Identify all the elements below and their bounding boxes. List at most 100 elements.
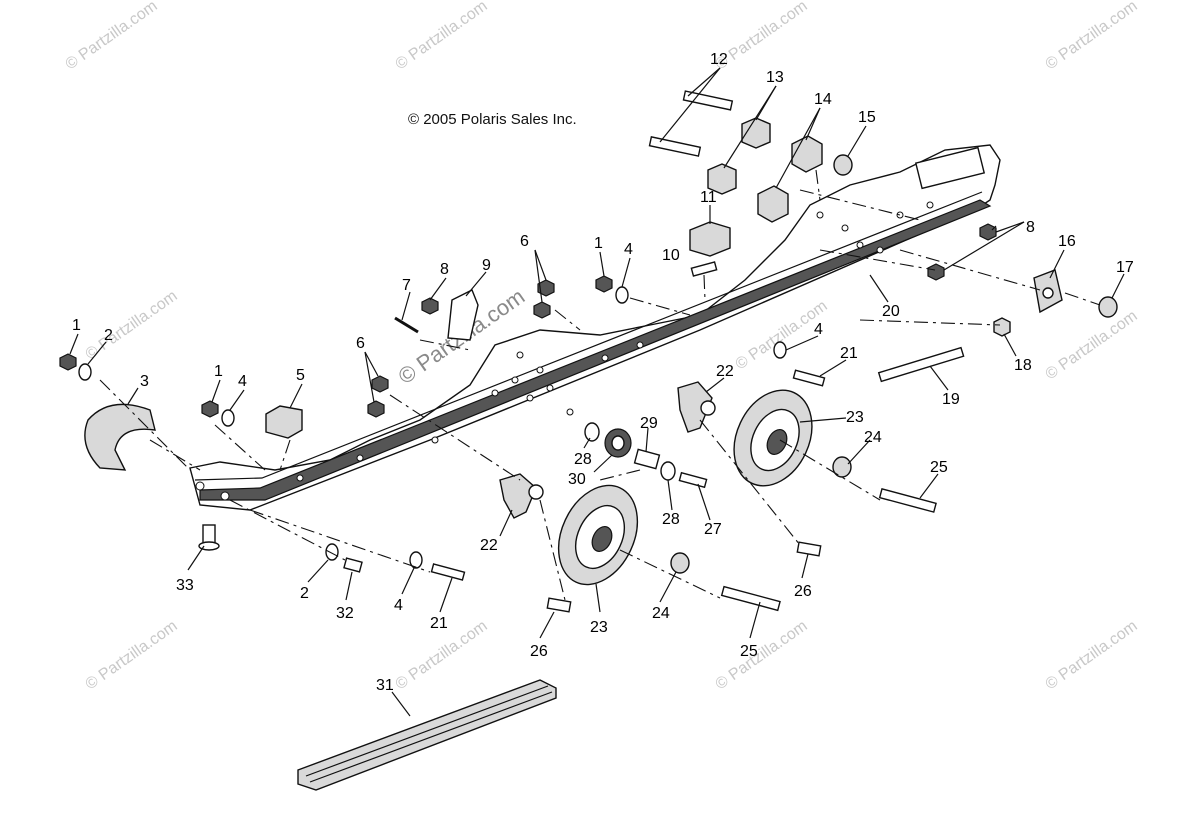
callout-22: 22 bbox=[480, 537, 498, 554]
callout-17: 17 bbox=[1116, 259, 1134, 276]
washer-icon bbox=[325, 543, 339, 561]
callout-22: 22 bbox=[716, 363, 734, 380]
nut-icon bbox=[421, 297, 439, 315]
callout-20: 20 bbox=[882, 303, 900, 320]
washer-icon bbox=[832, 456, 852, 478]
idler-wheel-icon bbox=[733, 389, 813, 487]
callout-28: 28 bbox=[662, 511, 680, 528]
callout-8: 8 bbox=[440, 261, 449, 278]
rail-tip-icon bbox=[84, 403, 156, 471]
callout-23: 23 bbox=[590, 619, 608, 636]
callout-14: 14 bbox=[814, 91, 832, 108]
bolt-icon bbox=[546, 597, 572, 613]
watermark: © Partzilla.com bbox=[393, 0, 491, 73]
callout-24: 24 bbox=[864, 429, 882, 446]
callout-8: 8 bbox=[1026, 219, 1035, 236]
watermark: © Partzilla.com bbox=[1043, 618, 1141, 694]
nut-icon bbox=[533, 301, 551, 319]
leader-lines bbox=[69, 67, 1125, 717]
idler-wheel-icon bbox=[557, 484, 639, 586]
bolt-icon bbox=[792, 369, 826, 387]
bolt-icon bbox=[678, 471, 708, 489]
spacer-block-icon bbox=[791, 135, 823, 173]
washer-icon bbox=[409, 551, 423, 569]
axle-bolt-icon bbox=[877, 346, 965, 383]
watermark: © Partzilla.com bbox=[63, 0, 161, 73]
callout-30: 30 bbox=[568, 471, 586, 488]
nut-icon bbox=[927, 263, 945, 281]
washer-icon bbox=[221, 409, 235, 427]
callout-3: 3 bbox=[140, 373, 149, 390]
spacer-block-icon bbox=[757, 185, 789, 223]
callout-5: 5 bbox=[296, 367, 305, 384]
washer-icon bbox=[584, 422, 600, 442]
watermark: © Partzilla.com bbox=[713, 618, 811, 694]
bolt-icon bbox=[720, 585, 781, 612]
callout-7: 7 bbox=[402, 277, 411, 294]
callout-12: 12 bbox=[710, 51, 728, 68]
callout-4: 4 bbox=[238, 373, 247, 390]
nut-icon bbox=[367, 400, 385, 418]
callout-33: 33 bbox=[176, 577, 194, 594]
callout-6: 6 bbox=[356, 335, 365, 352]
callout-1: 1 bbox=[214, 363, 223, 380]
bolt-icon bbox=[796, 541, 822, 557]
washer-icon bbox=[670, 552, 690, 574]
bushing-icon bbox=[707, 163, 737, 195]
spacer-icon bbox=[633, 448, 661, 470]
nut-icon bbox=[993, 317, 1011, 337]
bolt-icon bbox=[343, 557, 363, 573]
callout-25: 25 bbox=[930, 459, 948, 476]
bolt-icon bbox=[682, 90, 734, 111]
callout-9: 9 bbox=[482, 257, 491, 274]
nut-icon bbox=[59, 353, 77, 371]
washer-icon bbox=[773, 341, 787, 359]
callouts: 12 13 14 15 11 10 1 4 6 9 8 7 6 5 4 1 3 … bbox=[72, 51, 1134, 694]
callout-27: 27 bbox=[704, 521, 722, 538]
nut-icon bbox=[595, 275, 613, 293]
watermark: © Partzilla.com bbox=[1043, 308, 1141, 384]
callout-32: 32 bbox=[336, 605, 354, 622]
bolt-icon bbox=[430, 563, 466, 581]
callout-29: 29 bbox=[640, 415, 658, 432]
hyfax-slide-icon bbox=[297, 679, 557, 791]
callout-31: 31 bbox=[376, 677, 394, 694]
callout-13: 13 bbox=[766, 69, 784, 86]
callout-19: 19 bbox=[942, 391, 960, 408]
wheel-arm-icon bbox=[677, 381, 713, 433]
callout-1: 1 bbox=[72, 317, 81, 334]
callout-4: 4 bbox=[394, 597, 403, 614]
callout-18: 18 bbox=[1014, 357, 1032, 374]
block-icon bbox=[265, 405, 303, 439]
nut-icon bbox=[371, 375, 389, 393]
callout-26: 26 bbox=[530, 643, 548, 660]
callout-2: 2 bbox=[104, 327, 113, 344]
washer-icon bbox=[660, 461, 676, 481]
callout-28: 28 bbox=[574, 451, 592, 468]
callout-6: 6 bbox=[520, 233, 529, 250]
bolt-icon bbox=[878, 488, 937, 513]
callout-25: 25 bbox=[740, 643, 758, 660]
washer-icon bbox=[78, 363, 92, 381]
callout-26: 26 bbox=[794, 583, 812, 600]
callout-4: 4 bbox=[814, 321, 823, 338]
copyright-text: © 2005 Polaris Sales Inc. bbox=[408, 111, 577, 128]
callout-23: 23 bbox=[846, 409, 864, 426]
washer-icon bbox=[833, 154, 853, 176]
cap-icon bbox=[1098, 296, 1118, 318]
wheel-arm-icon bbox=[499, 473, 537, 519]
nut-icon bbox=[201, 400, 219, 418]
callout-24: 24 bbox=[652, 605, 670, 622]
callout-11: 11 bbox=[700, 189, 717, 206]
bolt-icon bbox=[394, 316, 419, 334]
callout-16: 16 bbox=[1058, 233, 1076, 250]
rivet-icon bbox=[198, 524, 220, 551]
callout-21: 21 bbox=[840, 345, 858, 362]
watermark: © Partzilla.com bbox=[83, 618, 181, 694]
callout-1: 1 bbox=[594, 235, 603, 252]
bolt-icon bbox=[648, 136, 702, 157]
pin-icon bbox=[690, 261, 718, 277]
watermark: © Partzilla.com bbox=[1043, 0, 1141, 73]
